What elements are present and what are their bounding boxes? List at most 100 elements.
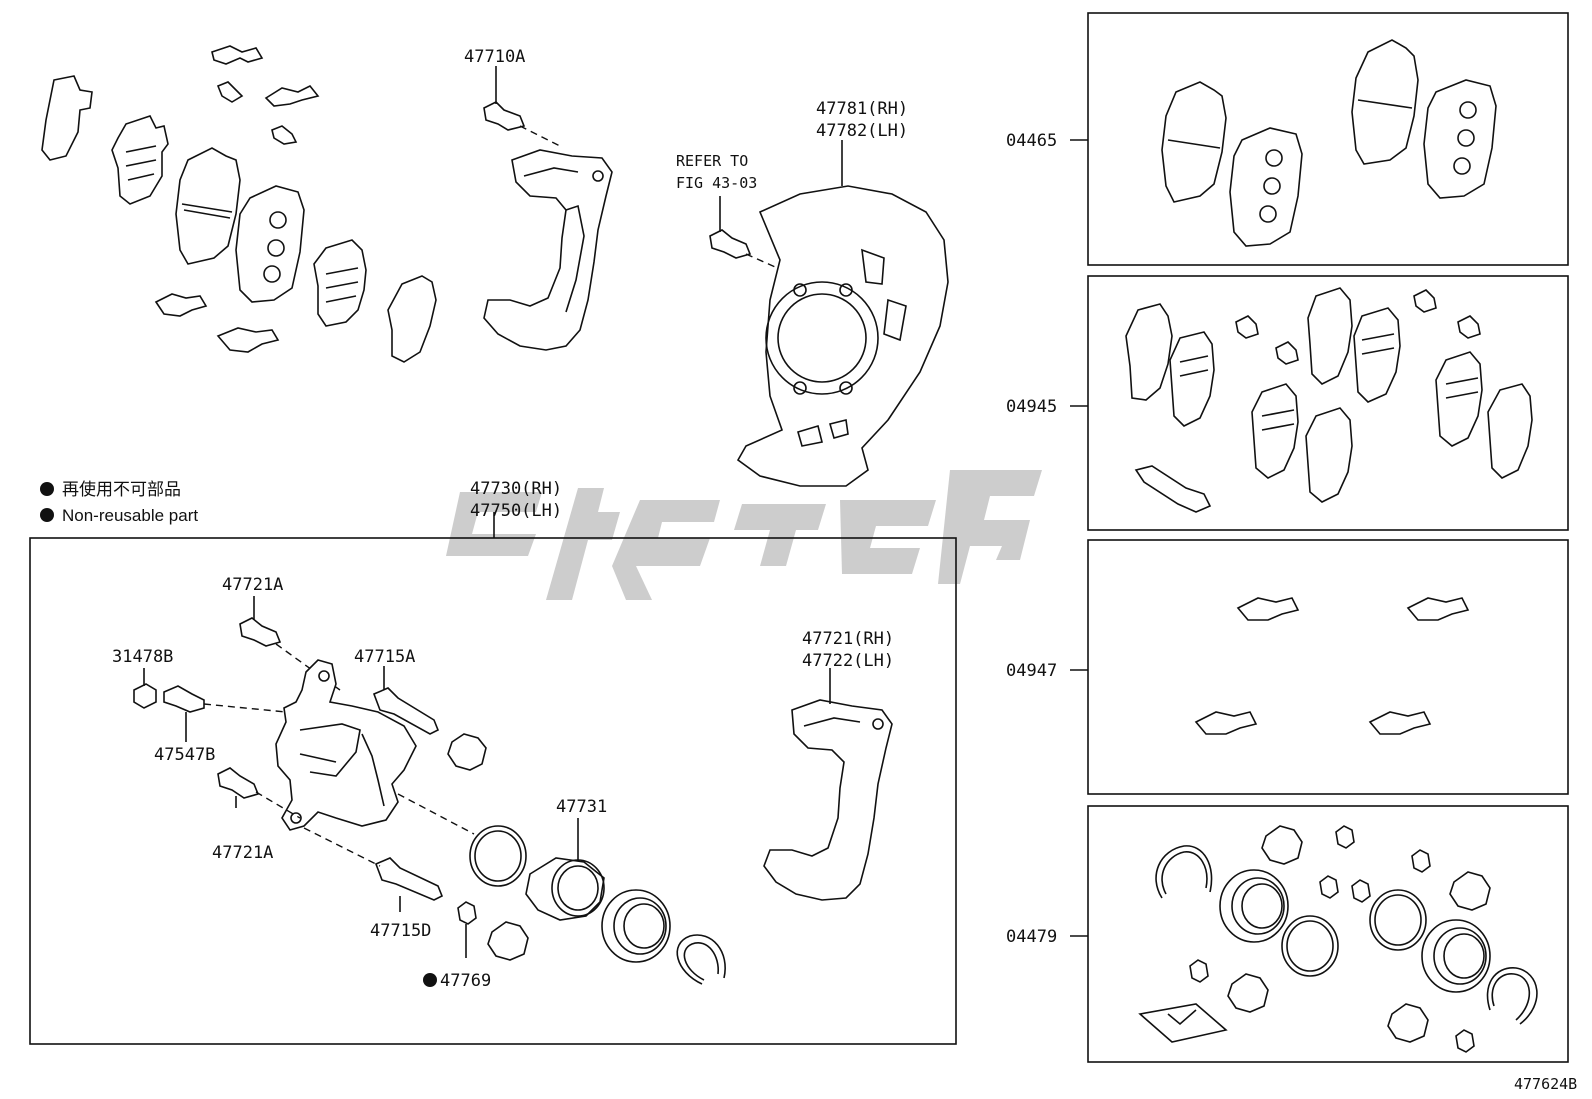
pad-clip — [264, 84, 320, 107]
bushing-icon — [1351, 879, 1371, 903]
kit-label-04947: 04947 — [1006, 661, 1057, 681]
cylinder-boot-icon — [1421, 919, 1491, 993]
anti-squeal-shim — [313, 239, 367, 327]
cylinder-boot-icon — [601, 889, 671, 963]
label-47721A-top: 47721A — [222, 575, 283, 595]
pad-clip — [271, 125, 298, 145]
pad-clip — [1413, 289, 1437, 313]
pin-boot-icon — [1261, 825, 1303, 865]
bleeder-plug-icon — [163, 685, 205, 713]
pin-boot-icon — [447, 733, 487, 771]
label-fig-ref: FIG 43-03 — [676, 174, 757, 192]
brake-pad-inner — [1161, 81, 1227, 203]
anti-squeal-shim — [1305, 407, 1353, 503]
dust-shield — [736, 185, 949, 487]
label-47721RH: 47721(RH) — [802, 629, 894, 649]
legend-en: Non-reusable part — [62, 506, 198, 525]
anti-squeal-shim — [387, 275, 437, 363]
piston-seal-icon — [1369, 889, 1427, 951]
label-47715D: 47715D — [370, 921, 431, 941]
brake-pad-outer — [1423, 79, 1497, 199]
label-47547B: 47547B — [154, 745, 215, 765]
pad-clip — [1406, 597, 1470, 621]
snap-ring-icon — [676, 934, 726, 985]
pin-boot-icon — [1227, 973, 1269, 1013]
grease-packet-icon — [1138, 1003, 1228, 1043]
label-47769: 47769 — [440, 971, 491, 991]
anti-squeal-shim — [1169, 331, 1215, 427]
pad-shim-group-top — [41, 45, 437, 363]
non-reusable-bullet-icon — [423, 973, 437, 987]
caliper-assembly-frame — [29, 537, 957, 1045]
bushing-icon — [1455, 1029, 1475, 1053]
label-47730: 47730(RH) — [470, 479, 562, 499]
caliper-bracket-assembly — [483, 101, 613, 351]
kit-label-04479: 04479 — [1006, 927, 1057, 947]
brake-pad-inner — [1351, 39, 1419, 165]
bushing-icon — [1335, 825, 1355, 849]
kit-box-04947 — [1087, 539, 1569, 795]
caliper-piston — [525, 857, 605, 921]
pad-clip — [1457, 315, 1481, 339]
pin-boot-icon — [487, 921, 529, 961]
watermark-logo — [446, 470, 1042, 600]
label-47750: 47750(LH) — [470, 501, 562, 521]
grease-tube-icon — [1134, 465, 1212, 513]
pad-clip — [1368, 711, 1432, 735]
kit-box-04479 — [1087, 805, 1569, 1063]
label-refer-to: REFER TO — [676, 152, 748, 170]
part-labels: 47710A 47781(RH) 47782(LH) REFER TO FIG … — [112, 47, 908, 991]
label-47781: 47781(RH) — [816, 99, 908, 119]
legend: 再使用不可部品 Non-reusable part — [40, 479, 198, 525]
non-reusable-bullet-icon — [40, 508, 54, 522]
kit-label-04465: 04465 — [1006, 131, 1057, 151]
bleeder-cap-icon — [133, 683, 157, 709]
caliper-bolt-icon — [239, 617, 282, 647]
pin-boot-icon — [1449, 871, 1491, 911]
pad-clip — [211, 45, 264, 65]
anti-squeal-shim — [1487, 383, 1533, 479]
figure-code: 477624B — [1514, 1075, 1577, 1093]
label-47721A-bottom: 47721A — [212, 843, 273, 863]
brake-pad-outer — [1229, 127, 1303, 247]
brake-pad-outer — [235, 185, 305, 303]
bushing-icon — [457, 901, 477, 925]
caliper-mounting-bracket — [763, 699, 893, 901]
legend-jp: 再使用不可部品 — [62, 479, 181, 499]
label-47715A: 47715A — [354, 647, 415, 667]
anti-squeal-shim — [111, 115, 169, 205]
pad-clip — [1275, 341, 1299, 365]
anti-squeal-shim — [1435, 351, 1483, 447]
snap-ring-icon — [1486, 967, 1538, 1025]
label-47710A: 47710A — [464, 47, 525, 67]
shield-bolt-icon — [709, 229, 752, 259]
caliper-bracket — [483, 149, 613, 351]
label-47731: 47731 — [556, 797, 607, 817]
anti-squeal-shim — [1307, 287, 1353, 385]
slide-pin-icon — [374, 857, 444, 901]
non-reusable-bullet-icon — [40, 482, 54, 496]
bracket-bolt-icon — [483, 101, 526, 131]
label-47782: 47782(LH) — [816, 121, 908, 141]
pad-clip — [1194, 711, 1258, 735]
bushing-icon — [1189, 959, 1209, 983]
piston-seal-icon — [1281, 915, 1339, 977]
kit-box-04945 — [1087, 275, 1569, 531]
kit-boxes: 04465 04945 04947 04479 — [1006, 12, 1569, 1063]
cylinder-boot-icon — [1219, 869, 1289, 943]
brake-pad-inner — [175, 147, 241, 265]
bushing-icon — [1319, 875, 1339, 899]
caliper-body — [275, 659, 417, 831]
bushing-icon — [1411, 849, 1431, 873]
anti-squeal-shim — [1353, 307, 1401, 403]
piston-seal-icon — [469, 825, 527, 887]
pad-clip — [154, 293, 208, 317]
pad-clip — [1236, 597, 1300, 621]
anti-squeal-shim — [1251, 383, 1299, 479]
kit-label-04945: 04945 — [1006, 397, 1057, 417]
anti-squeal-shim — [41, 75, 93, 161]
dust-shield-assembly — [709, 140, 949, 487]
caliper-assembly-parts — [133, 617, 893, 985]
kit-box-04465 — [1087, 12, 1569, 266]
